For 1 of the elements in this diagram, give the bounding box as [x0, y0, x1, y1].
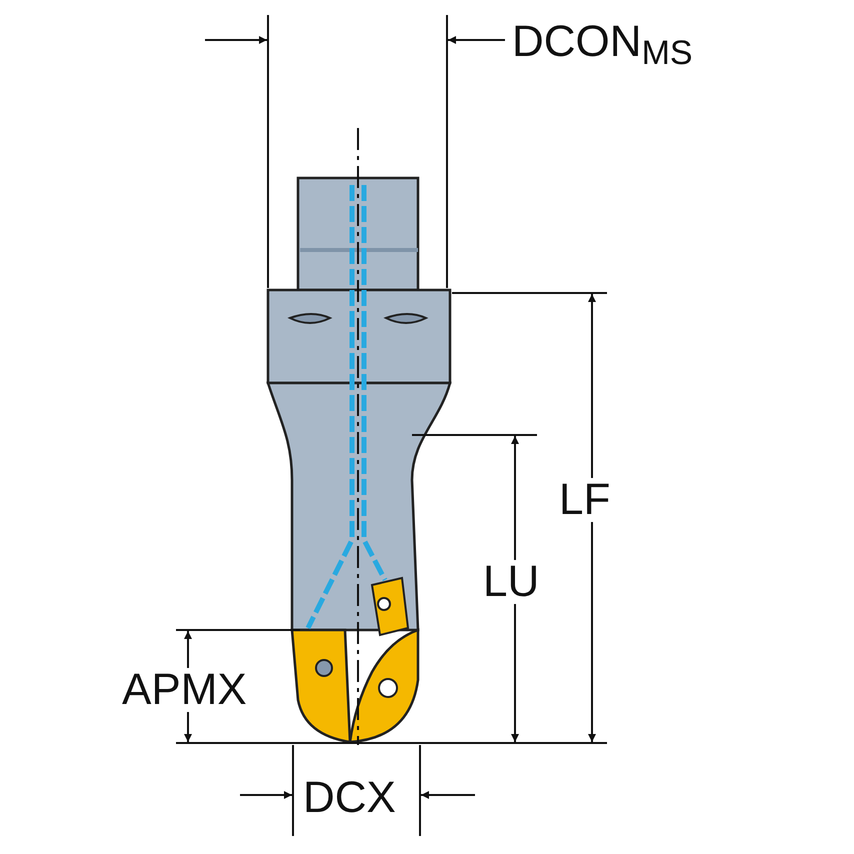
dimension-label: APMX [120, 668, 249, 712]
